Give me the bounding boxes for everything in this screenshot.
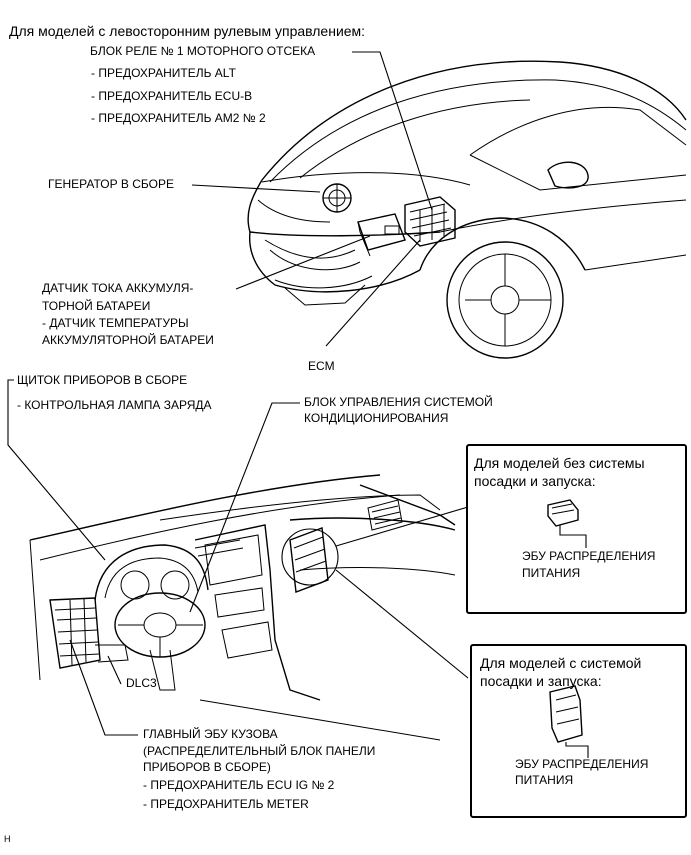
car-drawing — [191, 51, 687, 359]
footer-code: H — [4, 834, 11, 844]
battery-sensor-label-2: ТОРНОЙ БАТАРЕИ — [42, 299, 151, 313]
fuse-meter-label: - ПРЕДОХРАНИТЕЛЬ METER — [143, 797, 309, 811]
generator-part — [322, 183, 352, 213]
box-with-label-1: ЭБУ РАСПРЕДЕЛЕНИЯ — [515, 757, 649, 771]
temp-sensor-label-1: - ДАТЧИК ТЕМПЕРАТУРЫ — [42, 316, 189, 330]
main-body-label-1: ГЛАВНЫЙ ЭБУ КУЗОВА — [143, 727, 278, 741]
generator-label: ГЕНЕРАТОР В СБОРЕ — [48, 177, 174, 191]
box-without-title-2: посадки и запуска: — [474, 473, 596, 489]
fuse-ecu-ig-label: - ПРЕДОХРАНИТЕЛЬ ECU IG № 2 — [143, 778, 335, 792]
box-without-label-2: ПИТАНИЯ — [522, 566, 581, 580]
relay-block-part — [404, 196, 456, 247]
battery-part — [357, 213, 406, 257]
box-without-title-1: Для моделей без системы — [474, 455, 645, 471]
fuse-alt-label: - ПРЕДОХРАНИТЕЛЬ ALT — [91, 66, 236, 80]
ac-unit-label-2: КОНДИЦИОНИРОВАНИЯ — [304, 411, 449, 425]
fuse-ecu-b-label: - ПРЕДОХРАНИТЕЛЬ ECU-B — [91, 89, 253, 103]
box-with-title-2: посадки и запуска: — [480, 673, 602, 689]
temp-sensor-label-2: АККУМУЛЯТОРНОЙ БАТАРЕИ — [42, 333, 214, 347]
cluster-label: ЩИТОК ПРИБОРОВ В СБОРЕ — [17, 373, 188, 387]
ecm-label: ECM — [308, 359, 335, 373]
inset-box-without-system — [466, 444, 687, 614]
dashboard-drawing — [7, 379, 469, 741]
main-body-label-2: (РАСПРЕДЕЛИТЕЛЬНЫЙ БЛОК ПАНЕЛИ — [143, 744, 376, 758]
relay-block-label: БЛОК РЕЛЕ № 1 МОТОРНОГО ОТСЕКА — [90, 44, 316, 58]
ac-unit-label-1: БЛОК УПРАВЛЕНИЯ СИСТЕМОЙ — [304, 395, 493, 409]
dlc3-label: DLC3 — [126, 676, 157, 690]
main-body-label-3: ПРИБОРОВ В СБОРЕ) — [143, 760, 271, 774]
battery-sensor-label-1: ДАТЧИК ТОКА АККУМУЛЯ- — [42, 281, 194, 295]
top-heading: Для моделей с левосторонним рулевым упра… — [9, 23, 366, 39]
fuse-am2-label: - ПРЕДОХРАНИТЕЛЬ AM2 № 2 — [91, 111, 266, 125]
box-without-label-1: ЭБУ РАСПРЕДЕЛЕНИЯ — [522, 549, 656, 563]
box-with-title-1: Для моделей с системой — [480, 655, 642, 671]
inset-box-with-system — [470, 644, 687, 818]
box-with-label-2: ПИТАНИЯ — [515, 773, 574, 787]
charge-lamp-label: - КОНТРОЛЬНАЯ ЛАМПА ЗАРЯДА — [17, 398, 212, 412]
